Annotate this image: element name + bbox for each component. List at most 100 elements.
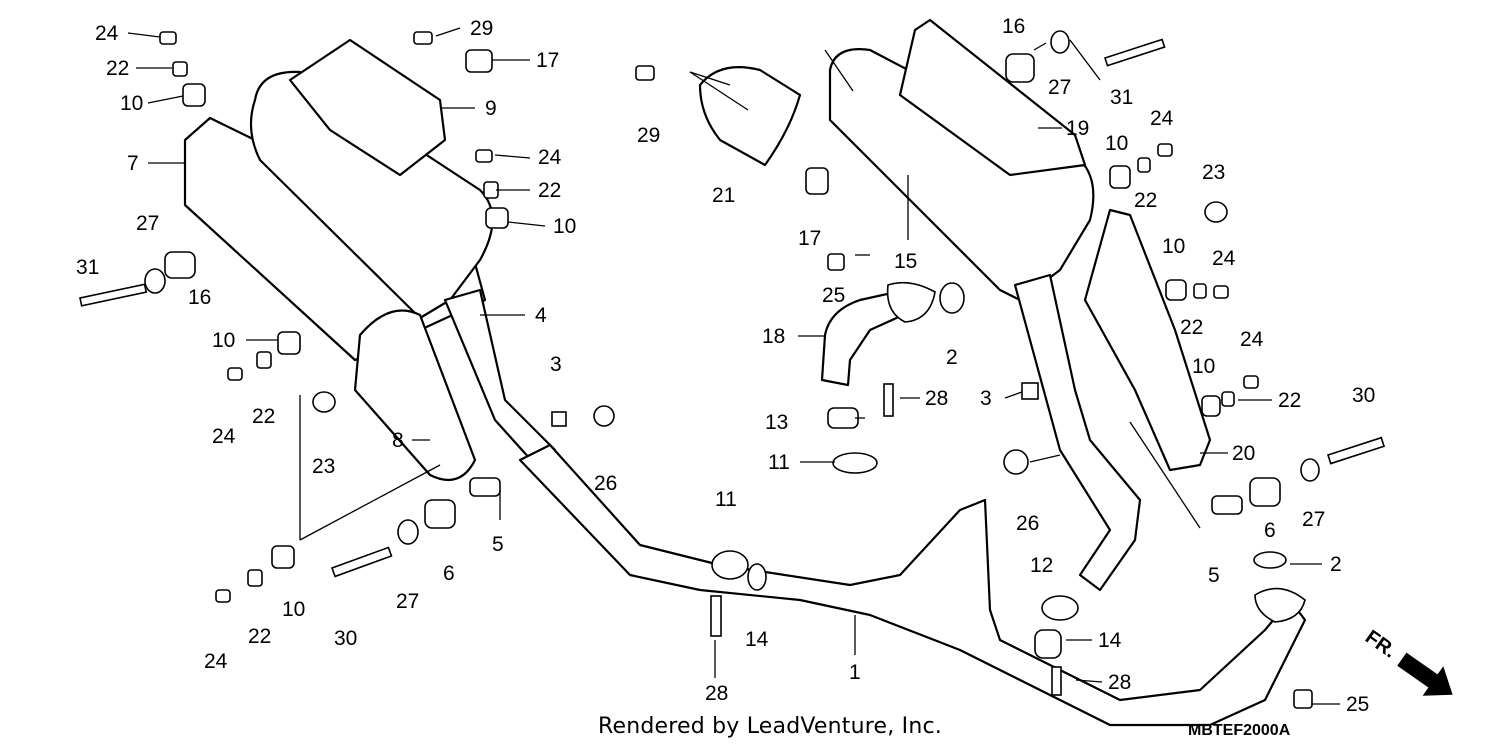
callout[interactable]: 29 bbox=[637, 124, 660, 147]
callout[interactable]: 22 bbox=[1278, 389, 1301, 412]
callout[interactable]: 9 bbox=[485, 97, 497, 120]
callout[interactable]: 31 bbox=[1110, 86, 1133, 109]
callout[interactable]: 28 bbox=[705, 682, 728, 705]
callout[interactable]: 27 bbox=[1048, 76, 1071, 99]
callout[interactable]: 28 bbox=[1108, 671, 1131, 694]
callout[interactable]: 10 bbox=[553, 215, 576, 238]
callout[interactable]: 24 bbox=[95, 22, 119, 45]
collar-5-right[interactable] bbox=[1211, 495, 1243, 515]
bolt-30-right[interactable] bbox=[1326, 436, 1386, 465]
rubber-10-e[interactable] bbox=[1109, 165, 1131, 189]
callout[interactable]: 23 bbox=[312, 455, 335, 478]
callout[interactable]: 4 bbox=[535, 304, 547, 327]
bushing-22-g[interactable] bbox=[1221, 391, 1235, 407]
bolt-31-right[interactable] bbox=[1103, 38, 1166, 67]
callout[interactable]: 28 bbox=[925, 387, 948, 410]
collar-5-left[interactable] bbox=[469, 477, 501, 497]
callout[interactable]: 16 bbox=[1002, 15, 1025, 38]
callout[interactable]: 2 bbox=[946, 346, 958, 369]
callout[interactable]: 14 bbox=[1098, 629, 1122, 652]
grommet-26-right[interactable] bbox=[1003, 449, 1029, 475]
gasket-14-left[interactable] bbox=[747, 563, 767, 591]
callout[interactable]: 25 bbox=[822, 284, 845, 307]
callout[interactable]: 2 bbox=[1330, 553, 1342, 576]
collar-17-right[interactable] bbox=[805, 167, 829, 195]
callout[interactable]: 21 bbox=[712, 184, 735, 207]
callout[interactable]: 12 bbox=[1030, 554, 1053, 577]
callout[interactable]: 10 bbox=[1162, 235, 1185, 258]
callout[interactable]: 16 bbox=[188, 286, 211, 309]
washer-27-left-bottom[interactable] bbox=[397, 519, 419, 545]
callout[interactable]: 10 bbox=[120, 92, 143, 115]
grommet-26-left[interactable] bbox=[593, 405, 615, 427]
washer-27-left-top[interactable] bbox=[144, 268, 166, 294]
rubber-10-a[interactable] bbox=[182, 83, 206, 107]
callout[interactable]: 1 bbox=[849, 661, 861, 684]
callout[interactable]: 7 bbox=[127, 152, 139, 175]
callout[interactable]: 30 bbox=[334, 627, 357, 650]
callout[interactable]: 24 bbox=[212, 425, 236, 448]
callout[interactable]: 24 bbox=[204, 650, 228, 673]
bolt-24-c[interactable] bbox=[227, 367, 243, 381]
callout[interactable]: 10 bbox=[1105, 132, 1128, 155]
bolt-24-e[interactable] bbox=[1157, 143, 1173, 157]
callout[interactable]: 29 bbox=[470, 17, 493, 40]
bolt-29-left[interactable] bbox=[413, 31, 433, 45]
collar-16-right[interactable] bbox=[1005, 53, 1035, 83]
callout[interactable]: 27 bbox=[136, 212, 159, 235]
pipe-joint-lower-right[interactable] bbox=[1254, 587, 1306, 623]
bolt-28-left[interactable] bbox=[710, 595, 722, 637]
rubber-10-g[interactable] bbox=[1201, 395, 1221, 417]
rubber-10-d[interactable] bbox=[271, 545, 295, 569]
bushing-22-c[interactable] bbox=[256, 351, 272, 369]
bolt-30-left[interactable] bbox=[330, 546, 393, 578]
callout[interactable]: 24 bbox=[1240, 328, 1264, 351]
callout[interactable]: 31 bbox=[76, 256, 99, 279]
callout[interactable]: 27 bbox=[396, 590, 419, 613]
callout[interactable]: 5 bbox=[1208, 564, 1220, 587]
bushing-22-e[interactable] bbox=[1137, 157, 1151, 173]
callout[interactable]: 13 bbox=[765, 411, 788, 434]
bolt-24-d[interactable] bbox=[215, 589, 231, 603]
callout[interactable]: 27 bbox=[1302, 508, 1325, 531]
small-shield-21[interactable] bbox=[698, 66, 802, 167]
bolt-24-f[interactable] bbox=[1213, 285, 1229, 299]
joint-14-right[interactable] bbox=[1034, 629, 1062, 659]
callout[interactable]: 11 bbox=[715, 488, 737, 511]
callout[interactable]: 6 bbox=[443, 562, 455, 585]
callout[interactable]: 24 bbox=[538, 146, 562, 169]
bolt-24-b[interactable] bbox=[475, 149, 493, 163]
bushing-22-b[interactable] bbox=[483, 181, 499, 199]
bolt-28-center[interactable] bbox=[883, 383, 894, 417]
pipe-flange-18[interactable] bbox=[886, 281, 936, 323]
collar-16-left[interactable] bbox=[164, 251, 196, 279]
bushing-22-a[interactable] bbox=[172, 61, 188, 77]
callout[interactable]: 24 bbox=[1212, 247, 1236, 270]
callout[interactable]: 11 bbox=[768, 451, 790, 474]
grommet-23-left[interactable] bbox=[312, 391, 336, 413]
callout[interactable]: 26 bbox=[1016, 512, 1039, 535]
exhaust-pipe-1[interactable] bbox=[518, 443, 1307, 727]
washer-27-right-bottom[interactable] bbox=[1300, 458, 1320, 482]
gasket-2-lower[interactable] bbox=[1253, 551, 1287, 569]
left-lower-shield-8[interactable] bbox=[353, 309, 477, 482]
callout[interactable]: 22 bbox=[538, 179, 561, 202]
left-upper-shield-9[interactable] bbox=[288, 38, 447, 177]
callout[interactable]: 22 bbox=[1134, 189, 1157, 212]
callout[interactable]: 10 bbox=[1192, 355, 1215, 378]
callout[interactable]: 8 bbox=[392, 429, 404, 452]
joint-13[interactable] bbox=[827, 407, 859, 429]
nut-25-upper[interactable] bbox=[827, 253, 845, 271]
callout[interactable]: 24 bbox=[1150, 107, 1174, 130]
collar-6-left[interactable] bbox=[424, 499, 456, 529]
callout[interactable]: 19 bbox=[1066, 117, 1089, 140]
callout[interactable]: 15 bbox=[894, 250, 917, 273]
callout[interactable]: 20 bbox=[1232, 442, 1255, 465]
nut-3-right[interactable] bbox=[1021, 382, 1039, 400]
callout[interactable]: 10 bbox=[282, 598, 305, 621]
collar-17-left[interactable] bbox=[465, 49, 493, 73]
clamp-11-lower[interactable] bbox=[711, 550, 749, 580]
callout[interactable]: 5 bbox=[492, 533, 504, 556]
bolt-31-left[interactable] bbox=[79, 283, 148, 307]
bolt-24-a[interactable] bbox=[159, 31, 177, 45]
